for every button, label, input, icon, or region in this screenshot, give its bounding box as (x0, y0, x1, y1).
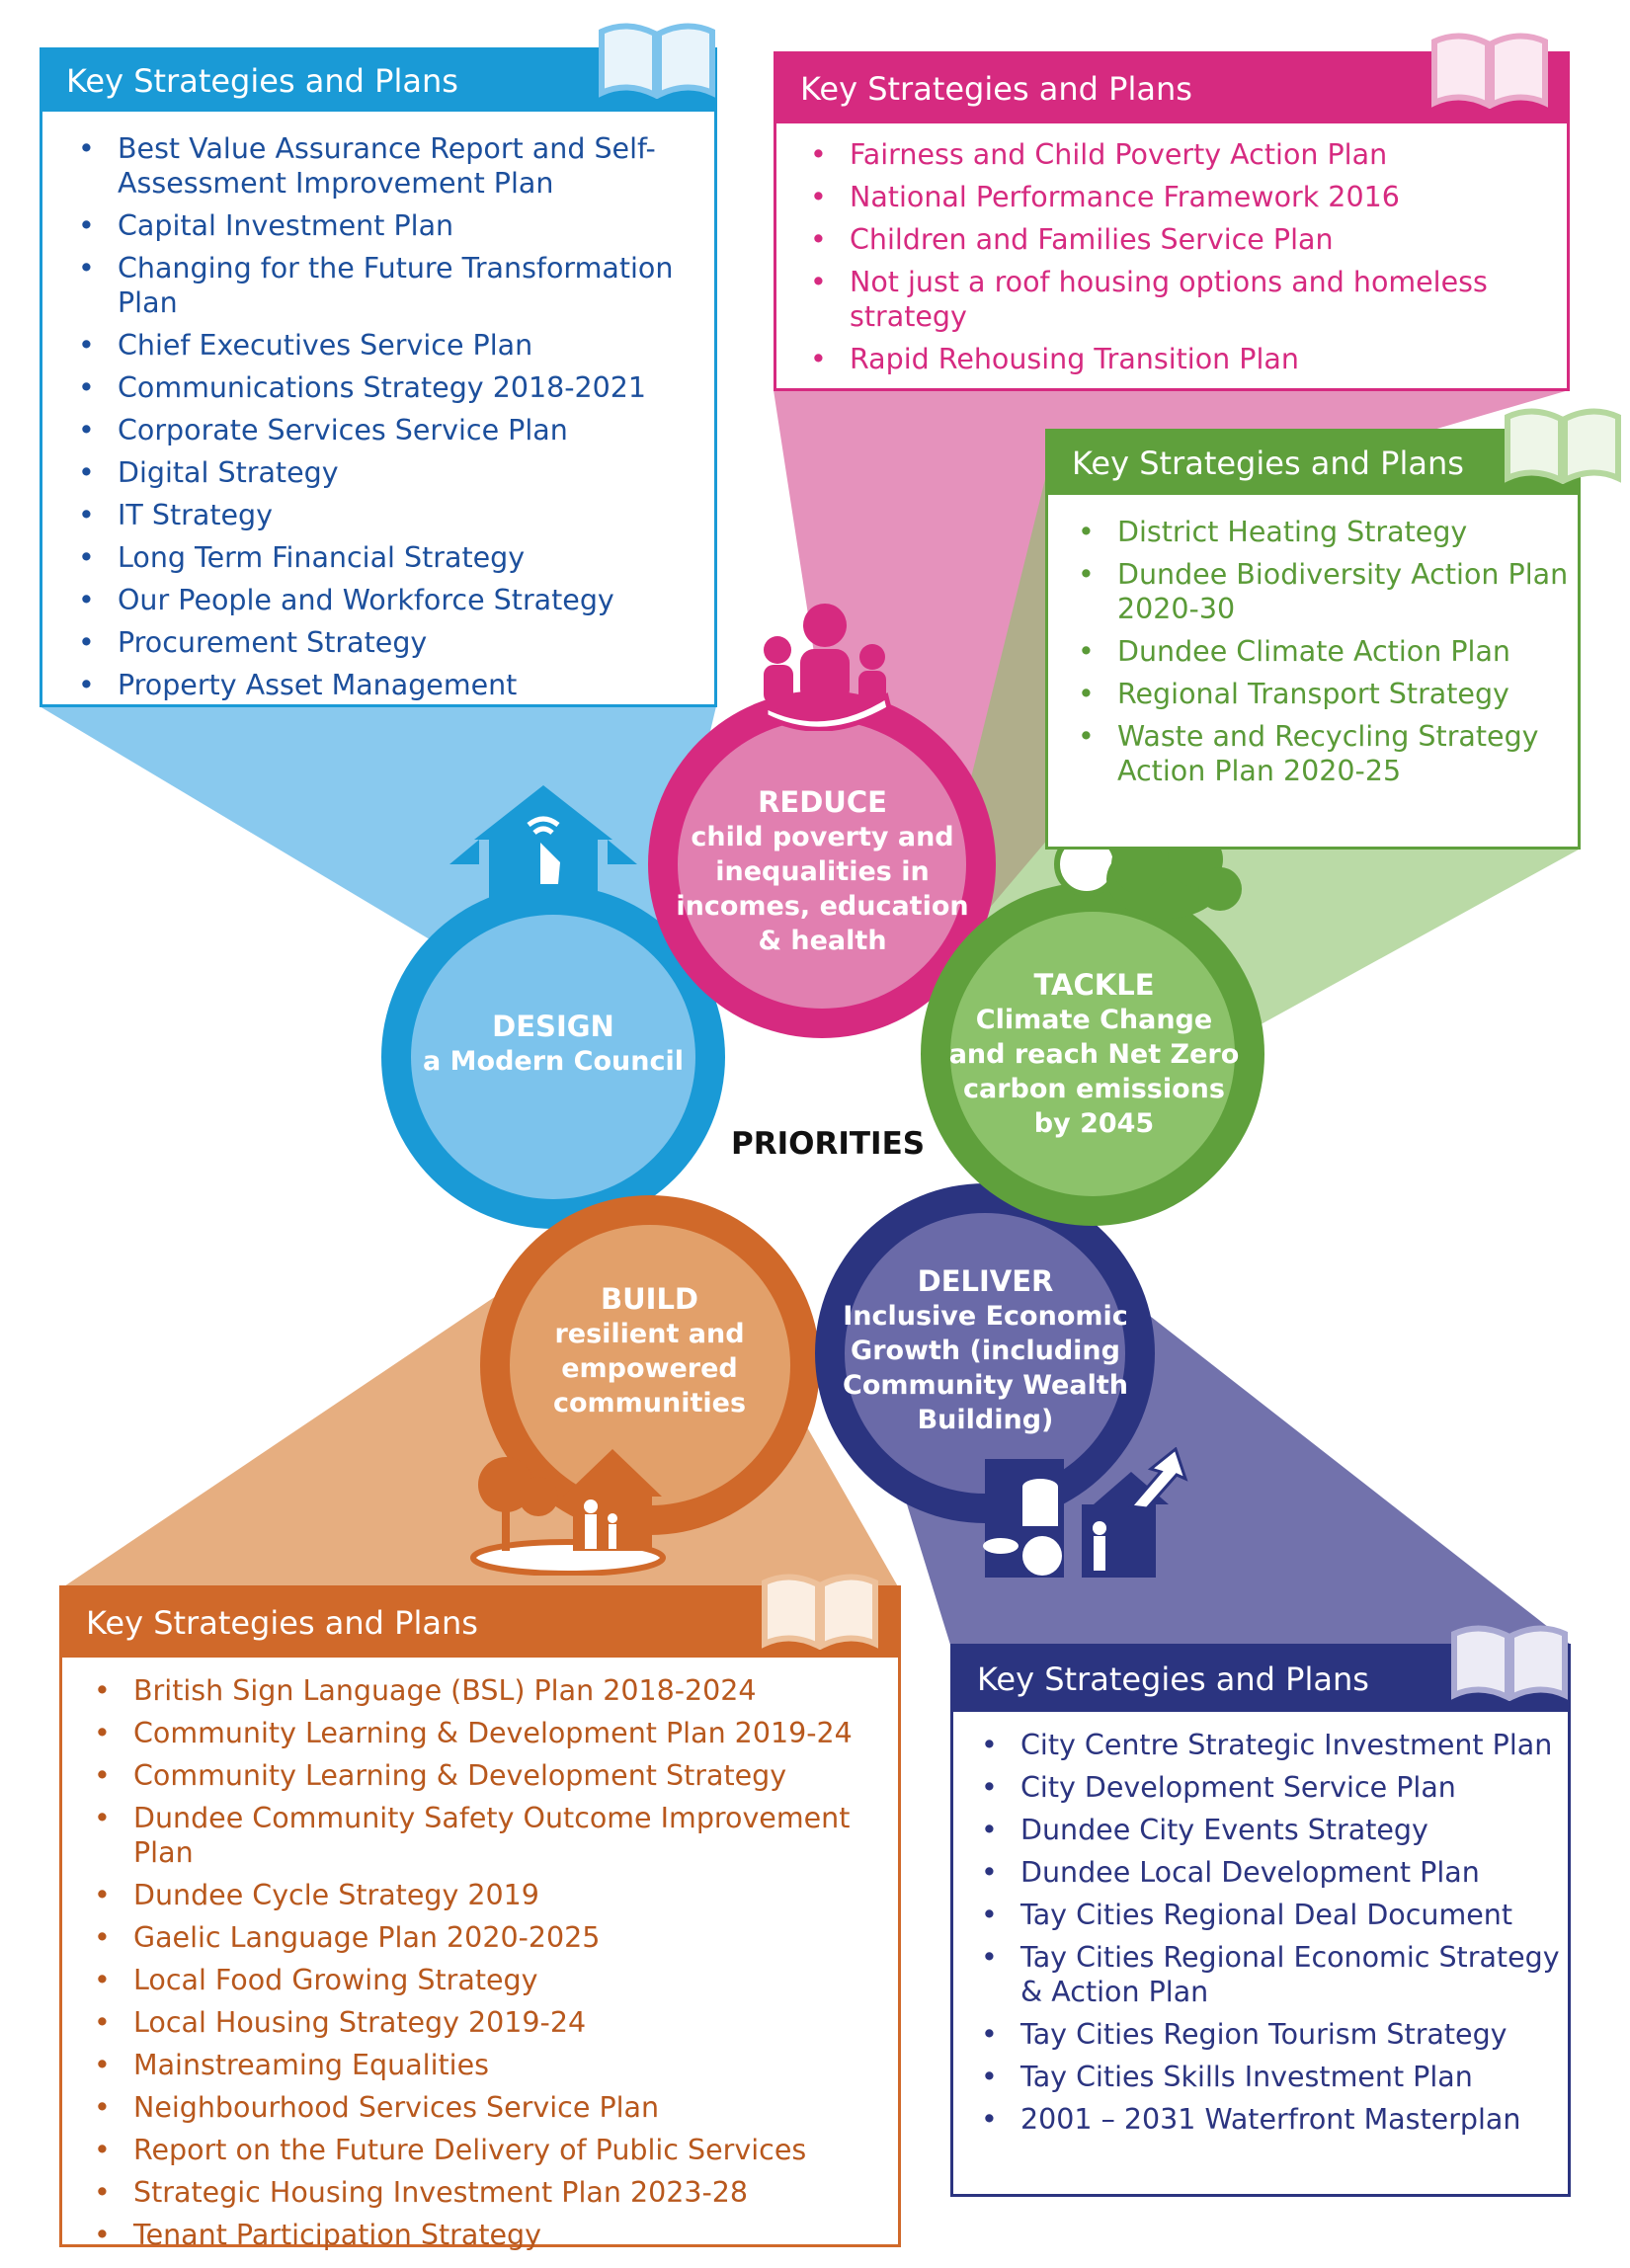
build-circle (480, 1195, 820, 1535)
list-item: Children and Families Service Plan (804, 222, 1567, 257)
list-item: Property Asset Management (72, 668, 714, 702)
reduce-line: incomes, education (676, 891, 969, 922)
book-icon (599, 23, 715, 99)
trees-house-icon (470, 1449, 666, 1576)
book-icon (1505, 408, 1621, 484)
design-strategy-list: Best Value Assurance Report and Self-Ass… (42, 112, 714, 702)
design-strategies-panel: Key Strategies and Plans Best Value Assu… (40, 47, 717, 707)
book-icon (1431, 33, 1548, 109)
list-item: Waste and Recycling Strategy Action Plan… (1072, 719, 1578, 788)
list-item: Mainstreaming Equalities (88, 2048, 898, 2082)
coins-house-icon (983, 1447, 1188, 1578)
reduce-line: & health (758, 926, 887, 956)
list-item: Corporate Services Service Plan (72, 413, 714, 447)
deliver-strategies-panel: Key Strategies and Plans City Centre Str… (950, 1644, 1571, 2197)
build-strategy-list: British Sign Language (BSL) Plan 2018-20… (62, 1658, 898, 2252)
people-hand-icon (763, 604, 892, 731)
deliver-line: Inclusive Economic (843, 1301, 1128, 1332)
tackle-circle (921, 882, 1264, 1226)
deliver-line: Community Wealth (843, 1370, 1128, 1401)
list-item: Changing for the Future Transformation P… (72, 251, 714, 320)
list-item: Not just a roof housing options and home… (804, 265, 1567, 334)
deliver-line: Building) (917, 1405, 1054, 1435)
deliver-line: Growth (including (851, 1336, 1120, 1366)
deliver-strategy-list: City Centre Strategic Investment Plan Ci… (953, 1712, 1568, 2137)
list-item: Tay Cities Regional Deal Document (975, 1898, 1568, 1932)
list-item: Long Term Financial Strategy (72, 540, 714, 575)
list-item: Digital Strategy (72, 455, 714, 490)
tackle-line: and reach Net Zero (948, 1039, 1240, 1070)
list-item: Rapid Rehousing Transition Plan (804, 342, 1567, 376)
list-item: Neighbourhood Services Service Plan (88, 2090, 898, 2125)
tackle-line: carbon emissions (963, 1074, 1225, 1104)
list-item: Best Value Assurance Report and Self-Ass… (72, 131, 714, 201)
reduce-line: child poverty and (691, 822, 954, 852)
build-title: BUILD (601, 1282, 698, 1316)
deliver-title: DELIVER (917, 1264, 1054, 1298)
list-item: Dundee Community Safety Outcome Improvem… (88, 1801, 898, 1870)
design-line: a Modern Council (423, 1046, 684, 1077)
tackle-title: TACKLE (1033, 968, 1155, 1002)
list-item: Our People and Workforce Strategy (72, 583, 714, 617)
build-strategies-panel: Key Strategies and Plans British Sign La… (59, 1585, 901, 2252)
list-item: Dundee Cycle Strategy 2019 (88, 1878, 898, 1912)
list-item: Chief Executives Service Plan (72, 328, 714, 363)
reduce-strategies-panel: Key Strategies and Plans Fairness and Ch… (774, 51, 1570, 391)
list-item: Report on the Future Delivery of Public … (88, 2133, 898, 2167)
deliver-text: DELIVER Inclusive Economic Growth (inclu… (835, 1264, 1136, 1437)
tackle-panel-heading: Key Strategies and Plans (1048, 432, 1578, 495)
list-item: Gaelic Language Plan 2020-2025 (88, 1920, 898, 1955)
design-title: DESIGN (492, 1010, 614, 1043)
reduce-strategy-list: Fairness and Child Poverty Action Plan N… (776, 123, 1567, 376)
list-item: Fairness and Child Poverty Action Plan (804, 137, 1567, 172)
build-text: BUILD resilient and empowered communitie… (509, 1282, 790, 1420)
list-item: Capital Investment Plan (72, 208, 714, 243)
list-item: Local Food Growing Strategy (88, 1963, 898, 1997)
list-item: Tay Cities Region Tourism Strategy (975, 2017, 1568, 2052)
tackle-strategy-list: District Heating Strategy Dundee Biodive… (1048, 495, 1578, 788)
tackle-text: TACKLE Climate Change and reach Net Zero… (938, 968, 1250, 1141)
reduce-circle (648, 690, 996, 1038)
list-item: Dundee Climate Action Plan (1072, 634, 1578, 669)
list-item: District Heating Strategy (1072, 515, 1578, 549)
list-item: Tay Cities Skills Investment Plan (975, 2060, 1568, 2094)
list-item: IT Strategy (72, 498, 714, 532)
list-item: Local Housing Strategy 2019-24 (88, 2005, 898, 2040)
build-panel-heading: Key Strategies and Plans (62, 1588, 898, 1658)
build-line: empowered (561, 1353, 738, 1384)
list-item: Regional Transport Strategy (1072, 677, 1578, 711)
build-line: resilient and (554, 1319, 745, 1349)
tackle-strategies-panel: Key Strategies and Plans District Heatin… (1045, 429, 1581, 850)
design-circle (381, 885, 725, 1229)
list-item: Strategic Housing Investment Plan 2023-2… (88, 2175, 898, 2210)
tackle-line: by 2045 (1033, 1108, 1155, 1139)
reduce-line: inequalities in (715, 856, 930, 887)
list-item: Dundee Local Development Plan (975, 1855, 1568, 1890)
list-item: Tenant Participation Strategy (88, 2218, 898, 2252)
list-item: Procurement Strategy (72, 625, 714, 660)
list-item: British Sign Language (BSL) Plan 2018-20… (88, 1673, 898, 1708)
list-item: National Performance Framework 2016 (804, 180, 1567, 214)
list-item: 2001 – 2031 Waterfront Masterplan (975, 2102, 1568, 2137)
book-icon (1451, 1625, 1568, 1701)
build-line: communities (552, 1388, 747, 1418)
list-item: Dundee Biodiversity Action Plan 2020-30 (1072, 557, 1578, 626)
book-icon (762, 1574, 878, 1650)
list-item: Community Learning & Development Strateg… (88, 1758, 898, 1793)
list-item: Tay Cities Regional Economic Strategy & … (975, 1940, 1568, 2009)
list-item: City Development Service Plan (975, 1770, 1568, 1805)
design-text: DESIGN a Modern Council (405, 1010, 701, 1079)
reduce-title: REDUCE (758, 785, 887, 819)
tackle-line: Climate Change (975, 1005, 1213, 1035)
house-touch-icon (449, 785, 637, 914)
reduce-text: REDUCE child poverty and inequalities in… (672, 785, 973, 958)
deliver-circle (815, 1183, 1155, 1523)
list-item: Dundee City Events Strategy (975, 1813, 1568, 1847)
list-item: City Centre Strategic Investment Plan (975, 1728, 1568, 1762)
priorities-label: PRIORITIES (731, 1126, 926, 1162)
list-item: Communications Strategy 2018-2021 (72, 370, 714, 405)
list-item: Community Learning & Development Plan 20… (88, 1716, 898, 1750)
